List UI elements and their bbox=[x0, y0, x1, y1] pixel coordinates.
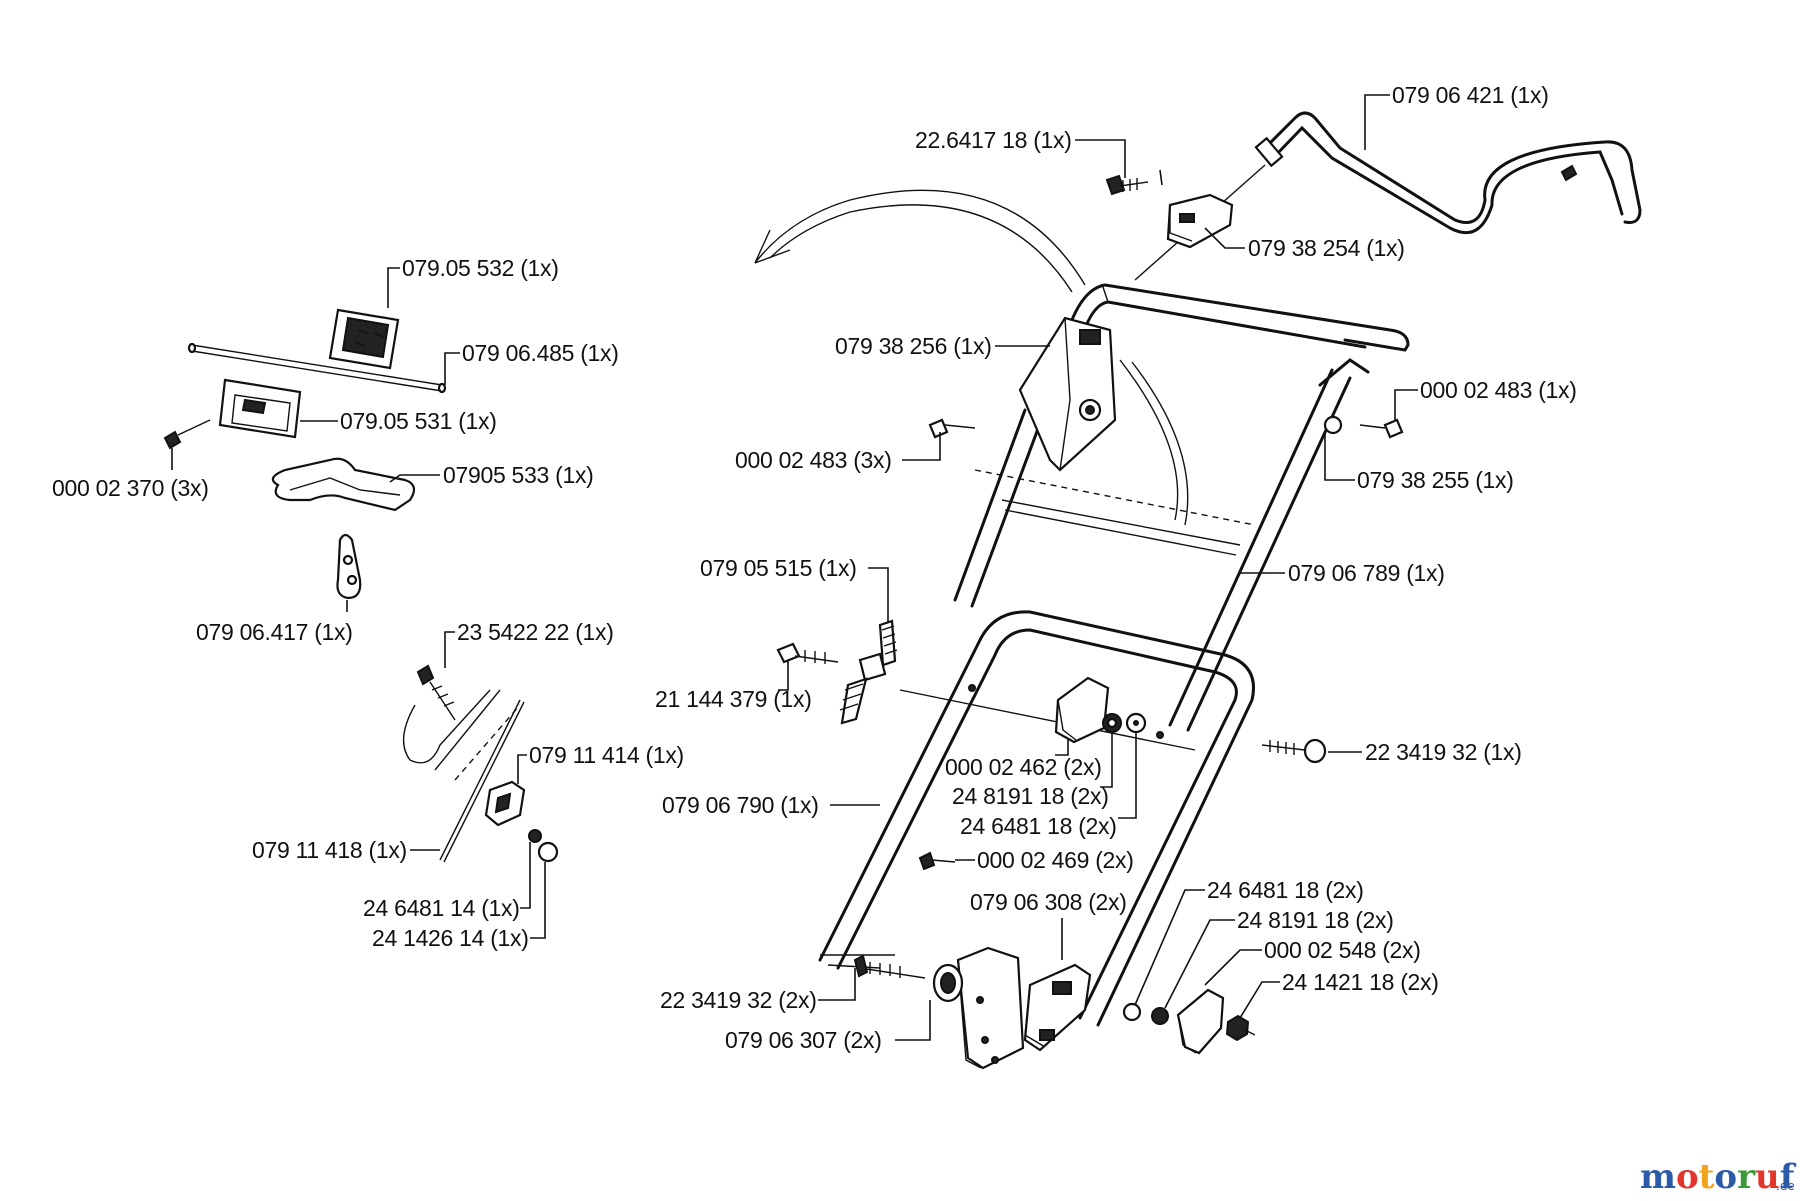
label-07906790: 079 06 790 (1x) bbox=[662, 792, 819, 818]
bolt-22341932-right bbox=[1261, 738, 1327, 764]
bolt-22341932-left bbox=[853, 954, 926, 979]
washer-group-bottom-right bbox=[1122, 988, 1256, 1055]
label-24648114: 24 6481 14 (1x) bbox=[363, 895, 520, 921]
star-knob-group bbox=[1054, 676, 1147, 744]
label-24648118-b: 24 6481 18 (2x) bbox=[1207, 877, 1364, 903]
handle-clamp-bracket bbox=[1166, 193, 1234, 249]
watermark-suffix: .de bbox=[1776, 1179, 1795, 1193]
label-07905531: 079.05 531 (1x) bbox=[340, 408, 497, 434]
watermark-letter: m bbox=[1640, 1157, 1676, 1197]
label-24819118: 24 8191 18 (2x) bbox=[952, 783, 1109, 809]
switch-box bbox=[1018, 316, 1117, 472]
label-00002462: 000 02 462 (2x) bbox=[945, 754, 1102, 780]
label-24819118-b: 24 8191 18 (2x) bbox=[1237, 907, 1394, 933]
watermark-letter: o bbox=[1714, 1157, 1737, 1197]
watermark-brand: motoruf bbox=[1640, 1157, 1797, 1197]
cable-adjuster bbox=[839, 619, 898, 725]
bag-frame-parts bbox=[163, 308, 447, 600]
cable-parts bbox=[402, 664, 559, 863]
label-07905533: 07905 533 (1x) bbox=[443, 462, 594, 488]
leader-lines bbox=[171, 94, 1418, 1041]
label-00002483-1x: 000 02 483 (1x) bbox=[1420, 377, 1577, 403]
label-00002370: 000 02 370 (3x) bbox=[52, 475, 209, 501]
upper-handle-assembly bbox=[1105, 111, 1642, 281]
label-22341932-1x: 22 3419 32 (1x) bbox=[1365, 739, 1522, 765]
height-adjuster-bracket bbox=[956, 946, 1025, 1070]
label-07938255: 079 38 255 (1x) bbox=[1357, 467, 1514, 493]
label-24142118: 24 1421 18 (2x) bbox=[1282, 969, 1439, 995]
label-23542222: 23 5422 22 (1x) bbox=[457, 619, 614, 645]
label-00002469: 000 02 469 (2x) bbox=[977, 847, 1134, 873]
bolt-00002483-left bbox=[928, 418, 976, 439]
label-00002548: 000 02 548 (2x) bbox=[1264, 937, 1421, 963]
label-07906485: 079 06.485 (1x) bbox=[462, 340, 619, 366]
bushing-07906307 bbox=[932, 963, 964, 1003]
label-07938254: 079 38 254 (1x) bbox=[1248, 235, 1405, 261]
knob-07906308 bbox=[1023, 963, 1092, 1052]
bolt-00002483-right bbox=[1359, 418, 1404, 439]
screw-22641718 bbox=[1105, 174, 1149, 196]
label-07911414: 079 11 414 (1x) bbox=[529, 742, 684, 768]
label-07906308: 079 06 308 (2x) bbox=[970, 889, 1127, 915]
label-07911418: 079 11 418 (1x) bbox=[252, 837, 407, 863]
label-07906789: 079 06 789 (1x) bbox=[1288, 560, 1445, 586]
label-07906421: 079 06 421 (1x) bbox=[1392, 82, 1549, 108]
label-07905515: 079 05 515 (1x) bbox=[700, 555, 857, 581]
label-00002483-3x: 000 02 483 (3x) bbox=[735, 447, 892, 473]
upper-frame bbox=[754, 189, 1410, 732]
label-07906307: 079 06 307 (2x) bbox=[725, 1027, 882, 1053]
label-24648118-a: 24 6481 18 (2x) bbox=[960, 813, 1117, 839]
part-number-labels: 079 06 421 (1x) 22.6417 18 (1x) 079 38 2… bbox=[52, 82, 1577, 1053]
label-07905532: 079.05 532 (1x) bbox=[402, 255, 559, 281]
watermark-letter: u bbox=[1755, 1157, 1780, 1197]
watermark-letter: t bbox=[1699, 1157, 1715, 1197]
label-24142614: 24 1426 14 (1x) bbox=[372, 925, 529, 951]
watermark-letter: r bbox=[1737, 1157, 1756, 1197]
watermark-letter: o bbox=[1676, 1157, 1699, 1197]
label-07906417: 079 06.417 (1x) bbox=[196, 619, 353, 645]
watermark-letter: f bbox=[1780, 1157, 1797, 1197]
screw-00002469 bbox=[918, 851, 956, 871]
label-22641718: 22.6417 18 (1x) bbox=[915, 127, 1072, 153]
screw-21144379 bbox=[776, 642, 839, 664]
label-07938256: 079 38 256 (1x) bbox=[835, 333, 992, 359]
watermark-logo: motoruf .de bbox=[1640, 1157, 1797, 1197]
lower-frame bbox=[818, 610, 1255, 1027]
label-21144379: 21 144 379 (1x) bbox=[655, 686, 812, 712]
label-22341932-2x: 22 3419 32 (2x) bbox=[660, 987, 817, 1013]
